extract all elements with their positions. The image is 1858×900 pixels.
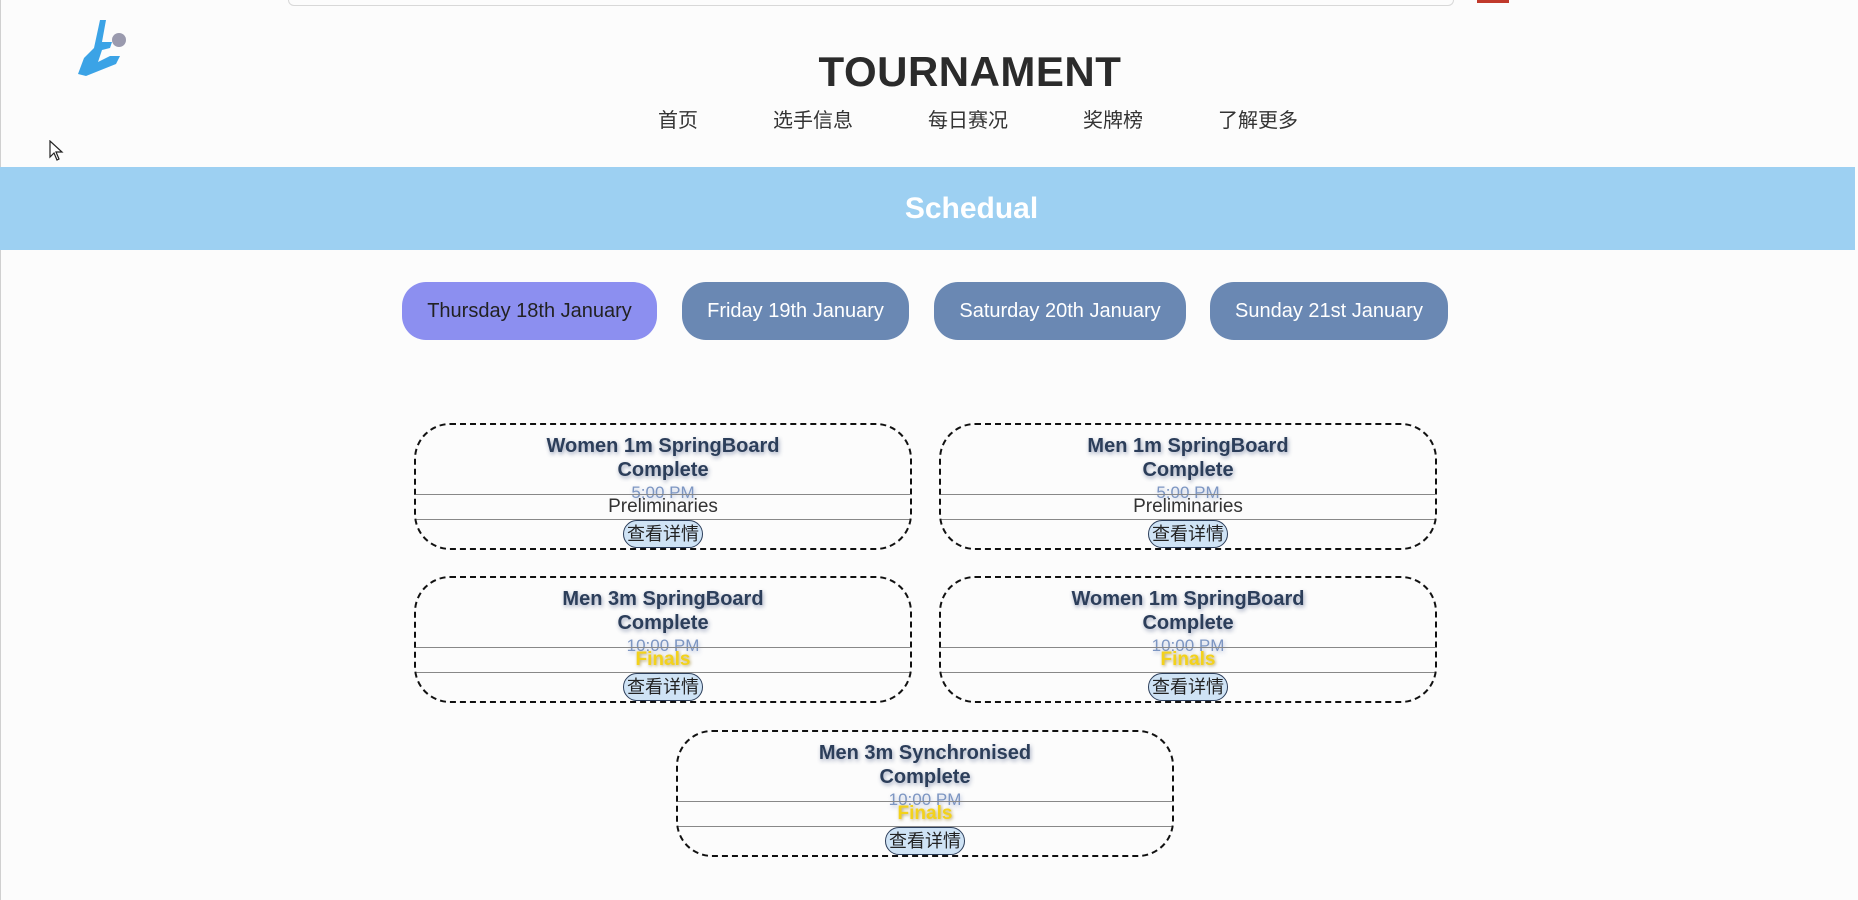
event-status: Complete — [879, 766, 971, 788]
card-divider — [941, 519, 1435, 520]
nav-item-learn-more[interactable]: 了解更多 — [1218, 108, 1298, 132]
event-name: Men 1m SpringBoard — [1087, 435, 1289, 457]
nav-item-home[interactable]: 首页 — [658, 108, 698, 132]
event-time: 10:00 PM — [1151, 636, 1225, 655]
event-card: Men 3m Synchronised Complete 10:00 PM Fi… — [676, 730, 1174, 857]
card-divider — [941, 494, 1435, 495]
main-nav: 首页 选手信息 每日赛况 奖牌榜 了解更多 — [0, 104, 1858, 132]
event-card: Men 3m SpringBoard Complete 10:00 PM Fin… — [414, 576, 912, 703]
nav-item-daily-results[interactable]: 每日赛况 — [928, 108, 1008, 132]
view-details-button[interactable]: 查看详情 — [623, 673, 703, 701]
event-stage: Finals — [897, 803, 953, 824]
event-card: Women 1m SpringBoard Complete 10:00 PM F… — [939, 576, 1437, 703]
event-name: Men 3m SpringBoard — [562, 588, 764, 610]
event-card: Women 1m SpringBoard Complete 5:00 PM Pr… — [414, 423, 912, 550]
day-tab-sunday[interactable]: Sunday 21st January — [1210, 282, 1448, 340]
event-status: Complete — [1142, 612, 1234, 634]
browser-top-strip — [288, 0, 1454, 6]
view-details-button[interactable]: 查看详情 — [1148, 520, 1228, 548]
diver-logo-icon[interactable] — [76, 18, 132, 80]
card-divider — [416, 647, 910, 648]
event-stage: Preliminaries — [1133, 496, 1243, 517]
event-stage: Finals — [635, 649, 691, 670]
day-tab-saturday[interactable]: Saturday 20th January — [934, 282, 1186, 340]
event-name: Men 3m Synchronised — [818, 742, 1032, 764]
day-tab-friday[interactable]: Friday 19th January — [682, 282, 909, 340]
event-stage: Preliminaries — [608, 496, 718, 517]
view-details-button[interactable]: 查看详情 — [885, 827, 965, 855]
banner-title: Schedual — [904, 191, 1039, 225]
card-divider — [941, 647, 1435, 648]
site-title: TOURNAMENT — [818, 48, 1122, 95]
event-status: Complete — [1142, 459, 1234, 481]
mouse-cursor-icon — [49, 140, 64, 161]
card-divider — [678, 801, 1172, 802]
nav-item-player-info[interactable]: 选手信息 — [773, 108, 853, 132]
day-tab-thursday[interactable]: Thursday 18th January — [402, 282, 657, 340]
card-divider — [678, 826, 1172, 827]
card-divider — [416, 519, 910, 520]
event-name: Women 1m SpringBoard — [546, 435, 780, 457]
card-divider — [941, 672, 1435, 673]
event-time: 10:00 PM — [626, 636, 700, 655]
event-name: Women 1m SpringBoard — [1071, 588, 1305, 610]
card-divider — [416, 672, 910, 673]
event-time: 5:00 PM — [1156, 483, 1220, 502]
top-red-marker — [1477, 0, 1509, 3]
event-status: Complete — [617, 459, 709, 481]
card-divider — [416, 494, 910, 495]
view-details-button[interactable]: 查看详情 — [1148, 673, 1228, 701]
event-status: Complete — [617, 612, 709, 634]
event-card: Men 1m SpringBoard Complete 5:00 PM Prel… — [939, 423, 1437, 550]
view-details-button[interactable]: 查看详情 — [623, 520, 703, 548]
event-stage: Finals — [1160, 649, 1216, 670]
event-time: 5:00 PM — [631, 483, 695, 502]
schedule-banner: Schedual — [0, 167, 1855, 250]
nav-item-medal-table[interactable]: 奖牌榜 — [1083, 108, 1143, 132]
left-edge-border — [0, 0, 1, 900]
event-time: 10:00 PM — [888, 790, 962, 809]
